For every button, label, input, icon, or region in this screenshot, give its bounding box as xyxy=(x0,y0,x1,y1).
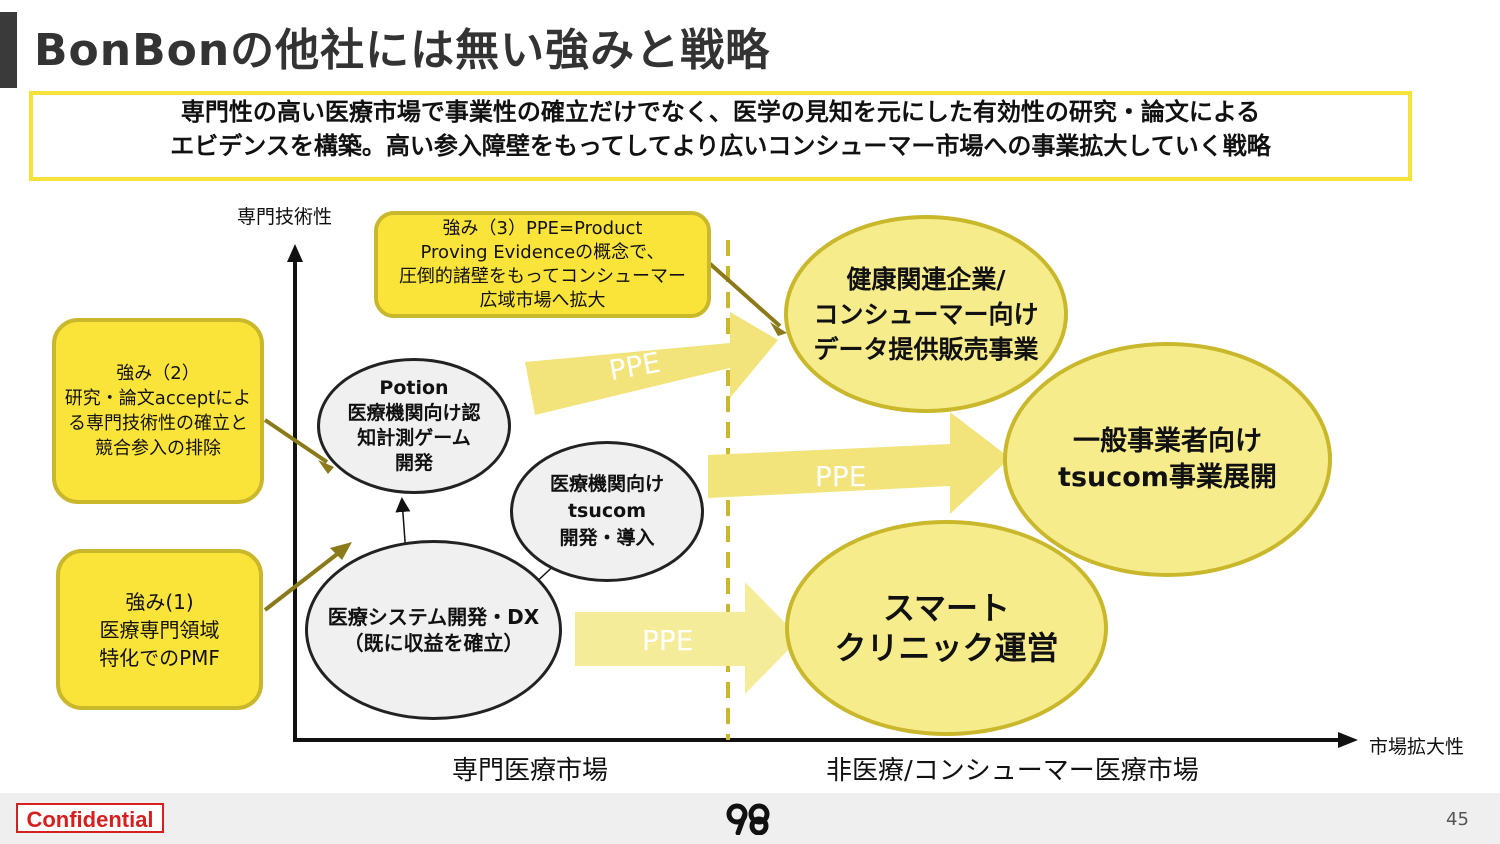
bonbon-logo-icon xyxy=(726,803,770,835)
strength-box-3: 強み（3）PPE=Product Proving Evidenceの概念で、 圧… xyxy=(374,211,711,318)
dx-line-1: 医療システム開発・DX xyxy=(327,605,540,629)
page-number: 45 xyxy=(1446,809,1469,830)
node-general-business: 一般事業者向け tsucom事業展開 xyxy=(1003,342,1332,577)
ppe-label-middle: PPE xyxy=(815,460,867,493)
strength3-line-4: 広域市場へ拡大 xyxy=(479,289,606,311)
strength1-line-3: 特化でのPMF xyxy=(99,645,220,670)
y-axis-label: 専門技術性 xyxy=(237,206,333,228)
right-market-label: 非医療/コンシューマー医療市場 xyxy=(826,756,1199,786)
dx-line-2: （既に収益を確立） xyxy=(343,631,524,655)
confidential-badge: Confidential xyxy=(16,803,164,833)
left-market-label: 専門医療市場 xyxy=(452,756,609,786)
strength-box-2: 強み（2） 研究・論文acceptによ る専門技術性の確立と 競合参入の排除 xyxy=(52,318,264,504)
strategy-summary-box: 専門性の高い医療市場で事業性の確立だけでなく、医学の見知を元にした有効性の研究・… xyxy=(29,91,1412,181)
potion-line-4: 開発 xyxy=(394,452,433,474)
x-axis-label: 市場拡大性 xyxy=(1369,736,1465,758)
tsucom-med-line-1: 医療機関向け xyxy=(549,473,664,495)
strength2-line-4: 競合参入の排除 xyxy=(95,438,221,459)
connector-strength2 xyxy=(263,418,329,464)
potion-line-3: 知計測ゲーム xyxy=(357,427,471,449)
ppe-arrow-bottom xyxy=(575,582,800,694)
strength3-line-2: Proving Evidenceの概念で、 xyxy=(420,241,665,263)
y-axis-arrowhead xyxy=(287,244,303,262)
potion-line-1: Potion xyxy=(379,377,449,399)
node-health-consumer: 健康関連企業/ コンシューマー向け データ提供販売事業 xyxy=(784,215,1068,413)
strength3-line-1: 強み（3）PPE=Product xyxy=(442,217,643,239)
tsucom-med-line-2: tsucom xyxy=(567,500,647,522)
general-line-1: 一般事業者向け xyxy=(1073,425,1262,457)
strength3-line-3: 圧倒的諸壁をもってコンシューマー xyxy=(398,265,687,287)
health-line-1: 健康関連企業/ xyxy=(846,264,1006,294)
connector-strength1-head xyxy=(330,542,352,560)
node-smart-clinic: スマート クリニック運営 xyxy=(785,520,1108,736)
x-axis-arrowhead xyxy=(1338,732,1358,748)
strength-box-1: 強み(1) 医療専門領域 特化でのPMF xyxy=(56,549,263,710)
strength2-line-3: る専門技術性の確立と xyxy=(68,413,248,434)
smart-clinic-line-2: クリニック運営 xyxy=(834,629,1059,667)
node-medical-dx: 医療システム開発・DX （既に収益を確立） xyxy=(305,540,562,720)
health-line-2: コンシューマー向け xyxy=(813,299,1039,329)
strength2-line-1: 強み（2） xyxy=(116,363,200,384)
smart-clinic-line-1: スマート xyxy=(882,589,1011,627)
summary-line-2: エビデンスを構築。高い参入障壁をもってしてより広いコンシューマー市場への事業拡大… xyxy=(170,132,1271,160)
strength2-line-2: 研究・論文acceptによ xyxy=(64,388,252,409)
health-line-3: データ提供販売事業 xyxy=(813,334,1039,364)
page-title: BonBonの他社には無い強みと戦略 xyxy=(34,25,771,76)
connector-strength2-head xyxy=(318,460,334,474)
general-line-2: tsucom事業展開 xyxy=(1058,461,1277,493)
ppe-arrow-middle xyxy=(708,412,1010,514)
strength1-line-2: 医療専門領域 xyxy=(99,617,220,642)
potion-line-2: 医療機関向け認 xyxy=(347,402,481,424)
ppe-label-bottom: PPE xyxy=(642,624,694,657)
ppe-arrow-top xyxy=(525,312,778,415)
summary-line-1: 専門性の高い医療市場で事業性の確立だけでなく、医学の見知を元にした有効性の研究・… xyxy=(180,98,1261,126)
title-accent-bar xyxy=(0,12,17,88)
connector-strength3-head xyxy=(770,322,787,336)
connector-strength1 xyxy=(263,546,347,612)
tsucom-med-line-3: 開発・導入 xyxy=(559,527,655,549)
strength1-line-1: 強み(1) xyxy=(125,589,194,614)
connector-strength3 xyxy=(706,260,782,328)
node-tsucom-medical: 医療機関向け tsucom 開発・導入 xyxy=(510,441,704,582)
node-potion: Potion 医療機関向け認 知計測ゲーム 開発 xyxy=(317,358,511,494)
